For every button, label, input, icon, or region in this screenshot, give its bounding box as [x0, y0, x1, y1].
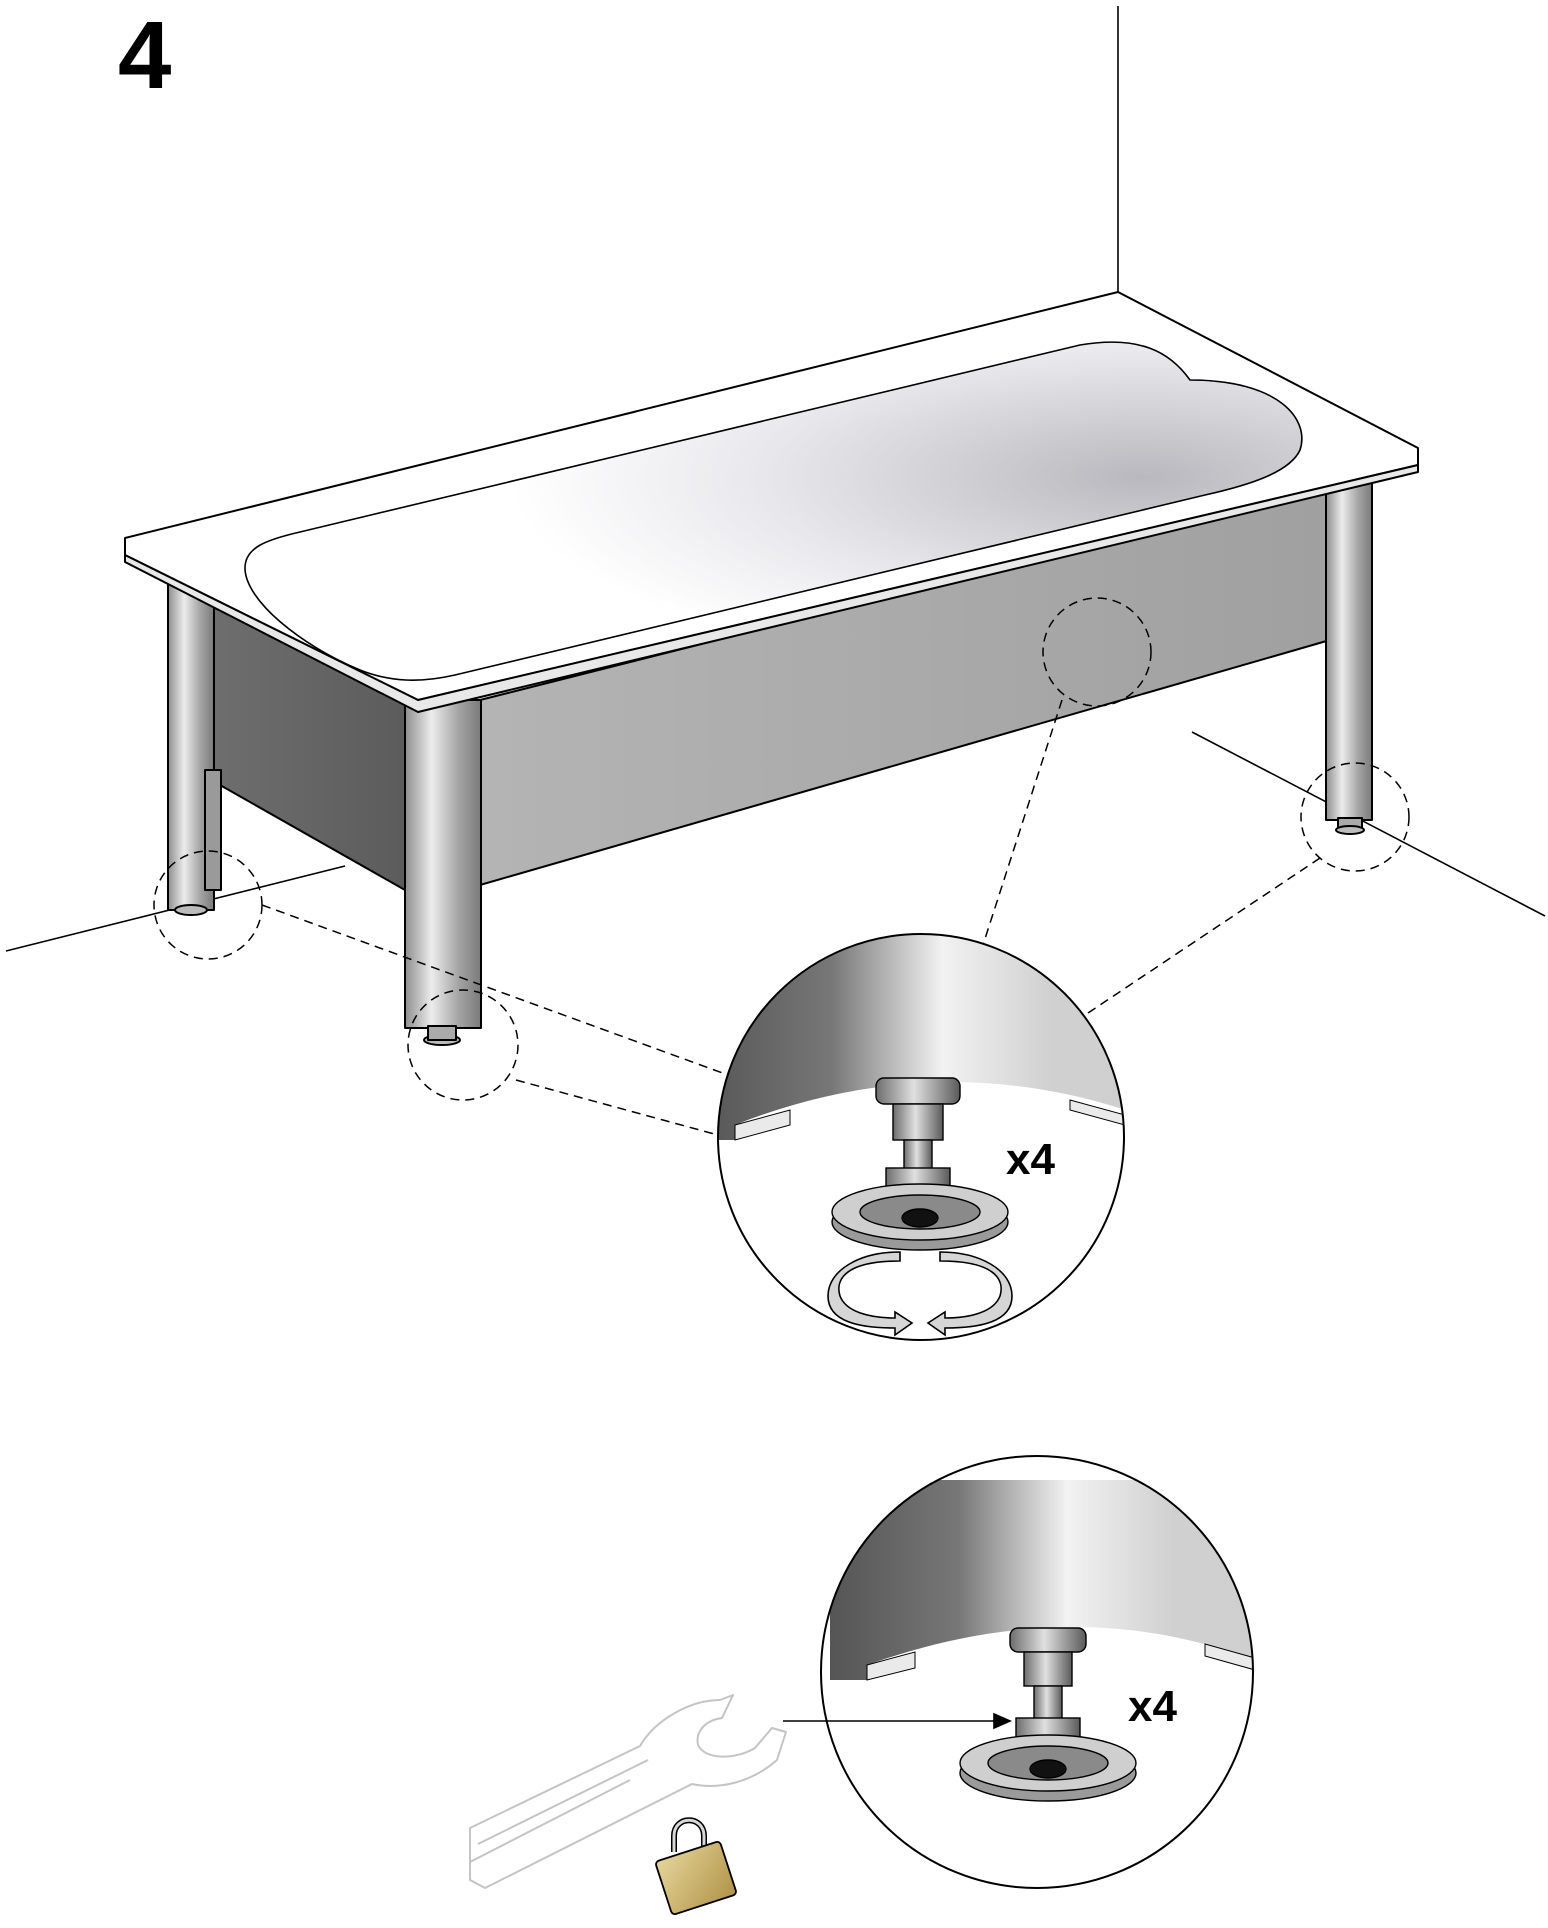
- tool-arrow: [783, 1712, 1012, 1730]
- callout-markers: [153, 597, 1410, 1136]
- quantity-label-bottom: x4: [1128, 1682, 1177, 1731]
- leg-front-left: [404, 699, 482, 1029]
- detail-top: [718, 934, 1124, 1340]
- quantity-label-top: x4: [1006, 1135, 1055, 1184]
- step-number: 4: [118, 2, 172, 109]
- rotate-arrows-icon: [827, 1251, 1013, 1337]
- wrench-icon: [469, 1694, 787, 1889]
- padlock-icon: [655, 1817, 737, 1915]
- detail-bottom: [821, 1456, 1253, 1888]
- bathtub: [124, 291, 1419, 1046]
- tub-basin: [244, 341, 1303, 681]
